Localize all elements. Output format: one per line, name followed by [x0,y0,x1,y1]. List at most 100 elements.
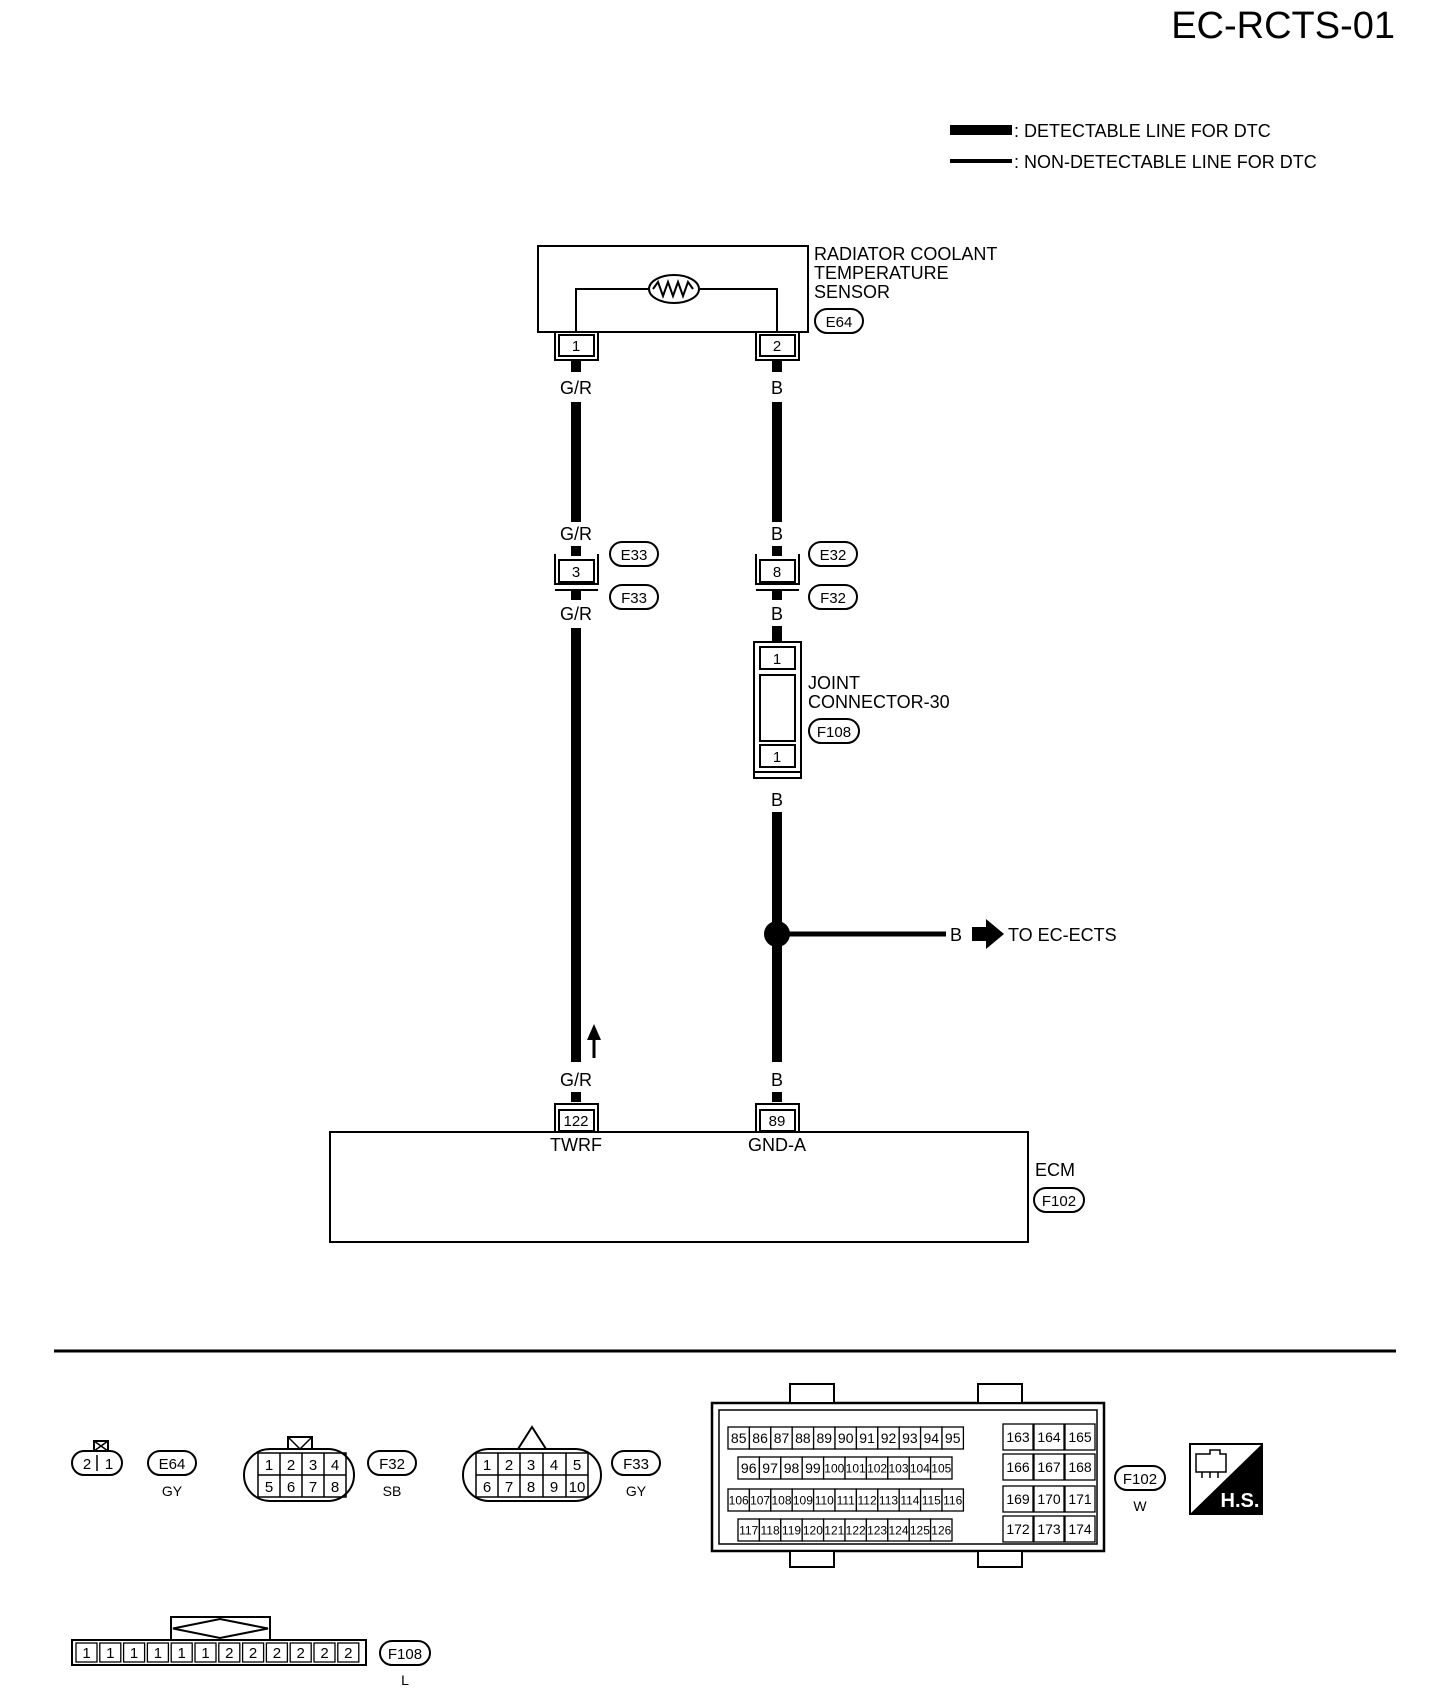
wire-gr-label-2: G/R [560,524,592,544]
ecm-name: ECM [1035,1160,1075,1180]
f108-view-color: L [401,1672,409,1688]
f108-pin: 2 [320,1645,328,1662]
f102-pin-box [1002,1423,1034,1451]
f102-pin: 123 [867,1523,887,1537]
f32-id: F32 [820,590,846,607]
f33-key [516,1425,548,1450]
e64-cell: 1 [105,1456,113,1473]
e32-id: E32 [820,547,847,564]
f108-pin-box [170,1642,193,1663]
f102-pin: 101 [846,1461,866,1475]
connector-views: 2 1 E64 GY 1 2 3 4 5 6 7 8 F32 [71,1383,1263,1688]
f33-cell: 5 [573,1457,581,1474]
thermistor-zigzag [652,279,694,299]
f108-pin-box [75,1642,98,1663]
joint-outer [753,641,802,773]
f102-pin: 88 [795,1430,811,1446]
f102-pin-box [1002,1453,1034,1481]
f108-pin: 2 [273,1645,281,1662]
e64-view-color: GY [162,1483,183,1499]
f102-pin: 117 [739,1523,758,1537]
f108-pin: 1 [201,1645,209,1662]
f102-pin: 111 [837,1493,856,1507]
f108-pin-box [194,1642,217,1663]
f102-pin: 119 [782,1523,801,1537]
f32-view-color: SB [383,1483,402,1499]
f33-view-id: F33 [623,1456,649,1473]
ecm-body [329,1131,1029,1243]
connector-e33-f33: 3 E33 F33 [554,541,659,610]
f102-pin: 89 [817,1430,833,1446]
f108-pin: 1 [106,1645,114,1662]
wire-b-label-5: B [771,1070,783,1090]
f102-pin-box [1002,1485,1034,1513]
e33-pin-label: 3 [572,564,580,581]
wire-b-label-2: B [771,524,783,544]
f102-pin: 90 [838,1430,854,1446]
sensor-pin-2-box [759,334,796,357]
f108-pin-box [218,1642,241,1663]
f102-pin: 124 [888,1523,908,1537]
f108-pin-box [289,1642,312,1663]
f108-pin-box [265,1642,289,1663]
branch-destination: TO EC-ECTS [1008,925,1117,945]
f102-pin-box [1033,1485,1065,1513]
f102-pin: 103 [888,1461,908,1475]
e64-badge [147,1450,197,1476]
ecm-pin-122-label: 122 [563,1113,588,1130]
ecm-terminal-gnd-a: GND-A [748,1135,806,1155]
f33-cell: 3 [527,1457,535,1474]
connector-view-f32: 1 2 3 4 5 6 7 8 F32 SB [243,1436,417,1502]
f102-pin-box [1064,1515,1096,1543]
f102-pin: 113 [879,1493,898,1507]
joint-name-line-2: CONNECTOR-30 [808,692,950,712]
joint-connector: 1 1 JOINT CONNECTOR-30 F108 [753,641,950,779]
f33-cell: 1 [483,1457,491,1474]
f102-pin: 91 [859,1430,875,1446]
f102-view-badge [1114,1465,1166,1491]
hs-connector-icon [1195,1449,1227,1473]
f108-pin: 2 [344,1645,352,1662]
f102-pin: 98 [784,1460,800,1476]
f102-pin: 110 [815,1493,834,1507]
wire-gr-label-4: G/R [560,1070,592,1090]
e32-badge [808,541,858,567]
f108-pin: 1 [82,1645,90,1662]
ecm-pin-89-bracket [755,1103,800,1132]
e32-pin-box [759,559,796,583]
f102-pin: 115 [922,1493,941,1507]
f102-pin: 116 [943,1493,962,1507]
f32-cell: 8 [331,1479,339,1496]
ecm-connector-id: F102 [1042,1193,1076,1210]
f102-pin-box [1064,1485,1096,1513]
f102-pin: 102 [867,1461,887,1475]
legend-non-detectable-label: : NON-DETECTABLE LINE FOR DTC [1014,152,1317,172]
f102-pin-box [1033,1423,1065,1451]
f33-id: F33 [621,590,647,607]
sensor-pin-1-label: 1 [572,338,580,355]
branch-arrow-icon [972,919,1004,949]
e32-bracket [755,554,800,585]
hs-badge-label: H.S. [1221,1490,1260,1512]
f32-cell: 7 [309,1479,317,1496]
f102-pin: 121 [824,1523,844,1537]
f102-pin: 118 [761,1523,780,1537]
f102-pin: 114 [900,1493,919,1507]
f102-pin: 120 [803,1523,823,1537]
connector-view-e64: 2 1 E64 GY [71,1440,197,1499]
f108-pin-box [313,1642,336,1663]
joint-bottom-pin-label: 1 [773,749,781,766]
ecm-pin-122-bracket [554,1103,599,1132]
ecm-pin-89-label: 89 [769,1113,786,1130]
e33-badge [609,541,659,567]
f102-view-color: W [1133,1498,1147,1514]
f102-pin: 168 [1068,1459,1092,1475]
sensor-name-line-1: RADIATOR COOLANT [814,244,997,264]
joint-bottom-pin-box [759,744,796,768]
e64-cell: 2 [83,1456,91,1473]
branch-color-label: B [950,925,962,945]
sensor-pin-1-box [558,334,595,357]
f102-pin: 107 [750,1493,770,1507]
